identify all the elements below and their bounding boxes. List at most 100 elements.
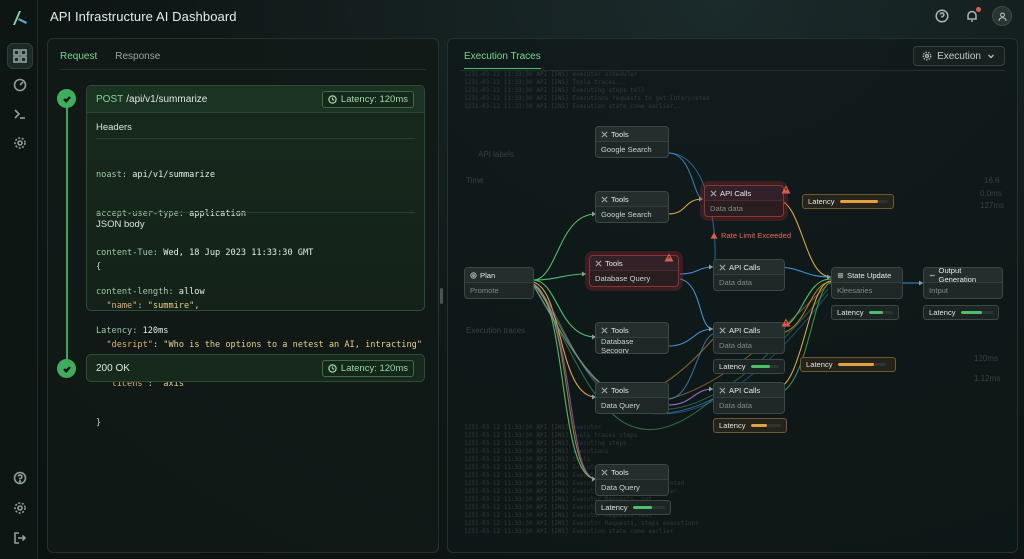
tab-execution-traces[interactable]: Execution Traces [464,51,541,69]
tab-response[interactable]: Response [115,51,161,62]
node-subtitle: Kleesaries [837,286,873,295]
json-row: "name": "summire", [106,301,200,311]
json-row: "licens": "axis" [106,379,190,389]
ghost-api-labels: API labels [478,150,515,159]
chevron-down-icon [988,54,994,59]
warning-icon [781,318,791,327]
latency-bar [960,311,993,314]
latency-bar-fill [750,365,771,368]
latency-label: Latency: 120ms [340,363,408,374]
latency-pill: Latency [713,418,787,433]
nav-dashboard[interactable] [7,43,33,69]
node-title: API Calls [729,262,761,272]
panel-resize-handle[interactable] [440,288,443,304]
node-api-calls-4[interactable]: API Calls Data data [713,382,785,414]
logout-icon [14,532,27,544]
node-tools-google-search-1[interactable]: Tools Google Search [595,126,669,158]
list-icon [837,272,844,278]
node-state-update[interactable]: State Update Kleesaries [831,267,903,299]
node-plan[interactable]: Plan Promote [464,267,534,299]
node-api-calls-2[interactable]: API Calls Data data [713,259,785,291]
node-tools-database-query[interactable]: Tools Database Query [589,255,679,287]
ghost-value: 0.0ms [980,189,1002,198]
edge-tools2-api1 [667,198,704,215]
tab-request[interactable]: Request [60,51,98,70]
nav-help[interactable] [7,465,33,491]
latency-pill-label: Latency [808,197,835,206]
latency-bar-fill [839,200,878,203]
ghost-value: 16.6 [984,176,1000,185]
latency-pill: Latency [802,194,894,209]
response-card[interactable]: 200 OK Latency: 120ms [86,354,425,382]
json-body: { "name": "summire", "desript": "Who is … [96,235,423,456]
node-output-generation[interactable]: Output Generation Intput [923,267,1003,299]
edge-plan-tools2 [532,213,597,281]
json-brace: { [96,262,102,272]
request-path: /api/v1/summarize [126,93,208,105]
terminal-icon [14,109,25,119]
json-title: JSON body [96,219,145,230]
edge-tools5-api4 [667,388,714,406]
avatar[interactable] [992,6,1012,26]
node-title: Tools [611,385,629,395]
ghost-value: 1.12ms [974,374,1001,383]
json-divider [96,212,415,213]
request-tabs: Request Response [60,51,160,70]
node-subtitle: Database Query [595,274,651,283]
nav-metrics[interactable] [7,72,33,98]
ghost-log: 1231-03-12 11:33:30 API [INS] executor s… [464,71,710,110]
headers-divider [96,138,415,139]
latency-pill-label: Latency [806,360,833,369]
node-subtitle: Database Secoory [601,336,634,354]
app-logo-icon [13,11,27,25]
latency-pill-label: Latency [719,362,746,371]
latency-pill: Latency [831,305,899,320]
node-title: API Calls [729,325,761,335]
page-title: API Infrastructure AI Dashboard [50,9,237,24]
gear-icon [922,51,932,61]
latency-bar [868,311,893,314]
latency-bar-fill [750,424,768,427]
nav-logout[interactable] [7,525,33,551]
node-tools-google-search-2[interactable]: Tools Google Search [595,191,669,223]
execution-panel: Execution Traces Execution 1231-03-12 11… [447,38,1018,553]
node-api-calls-1[interactable]: API Calls Data data [704,185,784,217]
latency-badge: Latency: 120ms [321,360,414,377]
warning-icon [781,185,791,194]
ghost-value: 120ms [974,354,999,363]
latency-bar-fill [632,506,652,509]
latency-pill-label: Latency [601,503,628,512]
timeline-line [66,97,68,367]
node-tools-database-secoory[interactable]: Tools Database Secoory [595,322,669,354]
headers-title: Headers [96,122,132,133]
json-row: "desript": "Who is the options to a nete… [106,340,422,350]
ghost-execution-traces: Execution traces [466,326,526,335]
list-icon [929,274,935,276]
rate-limit-label: Rate Limit Exceeded [721,231,792,240]
nav-settings[interactable] [7,130,33,156]
node-tools-data-query-2[interactable]: Tools Data Query [595,464,669,496]
notifications-button[interactable] [962,6,982,26]
nav-terminal[interactable] [7,101,33,127]
rate-limit-error: Rate Limit Exceeded [710,231,791,240]
ghost-time: Time [466,176,484,185]
request-header: POST /api/v1/summarize Latency: 120ms [87,86,424,113]
gauge-icon [13,78,27,92]
target-icon [470,271,477,279]
warning-icon [664,253,674,262]
tools-icon [601,130,608,138]
latency-pill-label: Latency [929,308,956,317]
node-subtitle: Google Search [601,145,652,154]
edge-plan-tools5 [532,281,597,398]
node-subtitle: Intput [929,286,948,295]
node-api-calls-3[interactable]: API Calls Data data [713,322,785,354]
latency-badge: Latency: 120ms [321,91,414,108]
node-subtitle: Promote [470,286,499,295]
nav-preferences[interactable] [7,495,33,521]
node-subtitle: Data data [719,341,752,350]
execution-dropdown[interactable]: Execution [913,46,1005,66]
node-tools-data-query-1[interactable]: Tools Data Query [595,382,669,414]
help-button[interactable] [932,6,952,26]
node-title: Tools [611,194,629,204]
